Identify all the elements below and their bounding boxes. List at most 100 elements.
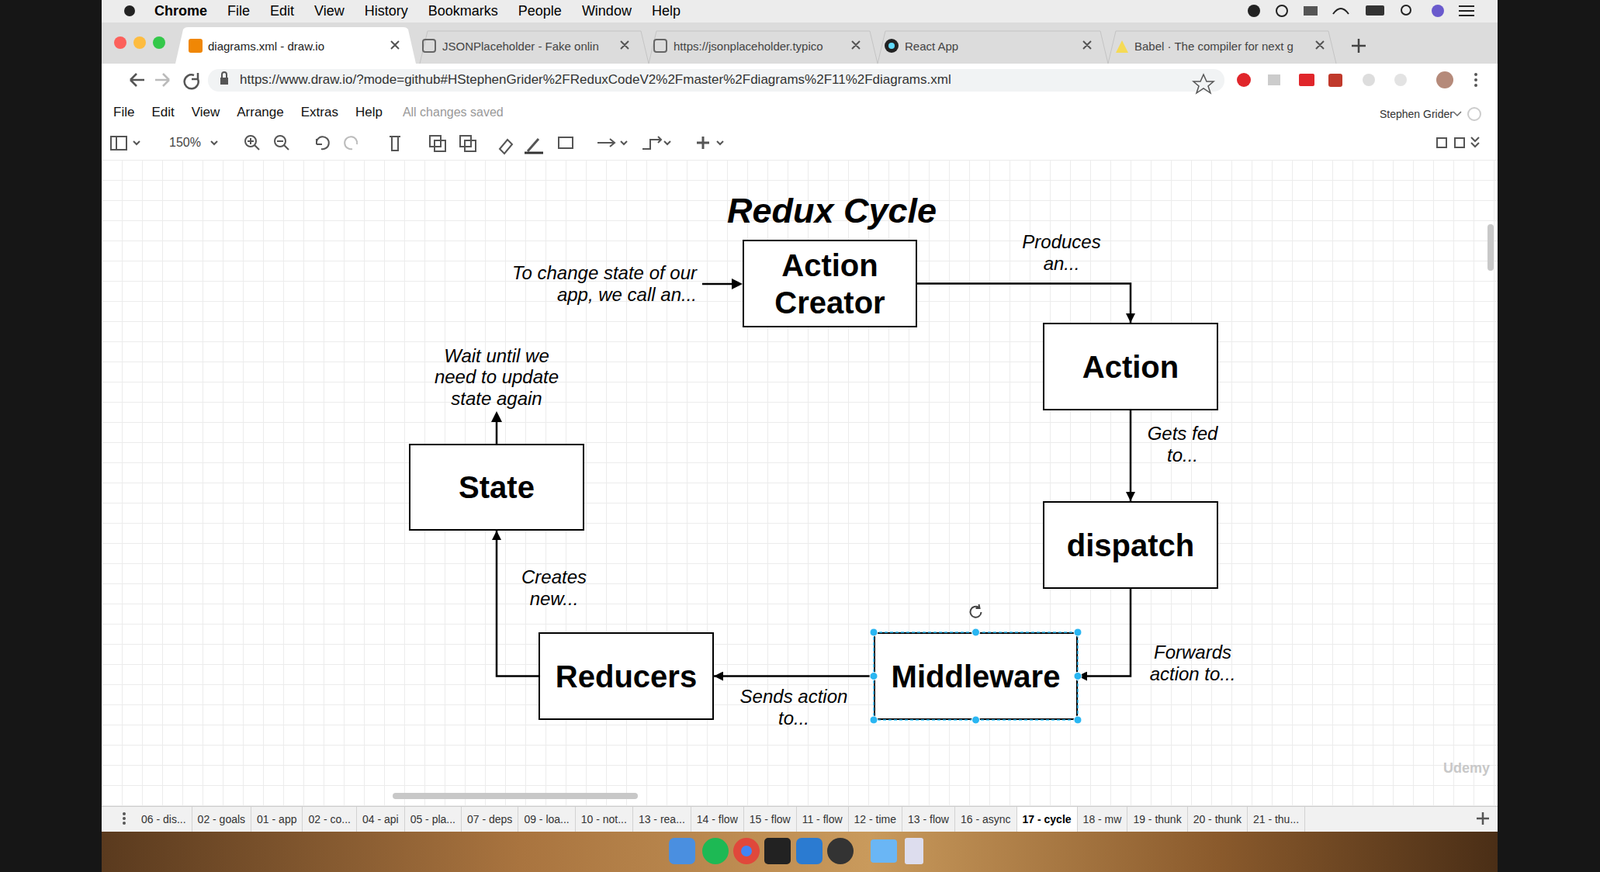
page-tab: 01 - app <box>251 806 303 832</box>
navigation-buttons <box>130 72 199 89</box>
browser-window <box>101 0 1498 872</box>
zoom-level: 150% <box>169 135 201 150</box>
url-field <box>207 69 1225 94</box>
box-label: Action <box>1082 348 1179 386</box>
page-tab: 17 - cycle <box>1017 806 1078 832</box>
page-tab: 07 - deps <box>461 806 519 832</box>
resize-handle <box>869 716 878 724</box>
menu-item: People <box>518 3 562 20</box>
flow-arrow <box>713 675 874 678</box>
mac-menubar <box>101 0 1498 24</box>
menu-item: Edit <box>151 104 174 121</box>
save-status: All changes saved <box>402 105 504 120</box>
menu-item: Window <box>581 3 632 20</box>
resize-handle <box>869 628 878 637</box>
resize-handle <box>1073 672 1082 681</box>
extension-icons <box>1236 71 1478 89</box>
watermark: Udemy <box>1443 760 1490 777</box>
drawio-menu-row: File Edit View Arrange Extras Help All changes… <box>113 96 504 128</box>
diagram-title: Redux Cycle <box>727 190 937 232</box>
apple-logo <box>124 5 136 17</box>
process-box: Reducers <box>538 632 714 721</box>
box-label: Action Creator <box>756 246 904 322</box>
menu-item: Bookmarks <box>428 3 499 20</box>
note-text: Wait until we need to update state again <box>422 345 571 410</box>
url-text: https://www.draw.io/?mode=github#HStephe… <box>239 72 952 88</box>
page-tab: 13 - rea... <box>633 806 692 832</box>
page-tab: 06 - dis... <box>135 806 193 832</box>
page-tabs-row: 06 - dis...02 - goals01 - app02 - co...0… <box>135 806 1306 832</box>
menu-item: Help <box>651 3 681 20</box>
box-label: State <box>458 468 535 506</box>
edge-label: Forwards action to... <box>1140 641 1245 685</box>
flow-arrow <box>1129 410 1133 502</box>
page-tab: 19 - thunk <box>1127 806 1188 832</box>
menu-item: Chrome <box>154 3 208 20</box>
status-icons <box>1247 4 1475 18</box>
account-icon <box>1453 107 1481 121</box>
note-text: To change state of our app, we call an..… <box>502 262 697 305</box>
page-tab: 21 - thu... <box>1247 806 1306 832</box>
tab-title: React App <box>904 39 959 53</box>
flow-arrow <box>917 283 1131 324</box>
selection-rectangle <box>873 632 1078 721</box>
tab-title: Babel · The compiler for next g <box>1134 39 1294 53</box>
page-tab: 20 - thunk <box>1187 806 1248 832</box>
page-tab: 02 - co... <box>302 806 357 832</box>
page-tab: 15 - flow <box>744 806 797 832</box>
drawio-toolbar <box>101 127 1498 161</box>
page-tab: 10 - not... <box>575 806 634 832</box>
edge-label: Produces an... <box>1014 231 1109 274</box>
page-tab: 02 - goals <box>192 806 252 832</box>
flow-arrow <box>1077 588 1131 677</box>
edge-label: Creates new... <box>513 566 595 610</box>
menu-item: File <box>113 104 135 121</box>
user-name: Stephen Grider <box>1379 107 1454 121</box>
page-tab: 14 - flow <box>691 806 745 832</box>
menu-item: View <box>314 3 345 20</box>
box-label: Middleware <box>891 658 1061 696</box>
page-tab: 09 - loa... <box>518 806 575 832</box>
process-box: dispatch <box>1042 501 1219 589</box>
page-tab: 16 - async <box>955 806 1018 832</box>
tab-title: JSONPlaceholder - Fake onlin <box>442 39 600 53</box>
tabs <box>175 27 1366 64</box>
tab-title: https://jsonplaceholder.typico <box>673 39 824 53</box>
menu-item: View <box>191 104 221 121</box>
resize-handle <box>869 672 878 681</box>
scrollbars <box>392 224 1494 800</box>
box-label: Reducers <box>555 658 697 696</box>
process-box: State <box>408 443 585 531</box>
menu-item: Help <box>355 104 383 121</box>
resize-handle <box>1073 716 1082 724</box>
resize-handle <box>972 716 981 724</box>
page-tab: 11 - flow <box>796 806 849 832</box>
page-tab: 13 - flow <box>902 806 956 832</box>
resize-handle <box>972 628 981 637</box>
page-tab: 18 - mw <box>1077 806 1129 832</box>
menu-item: Extras <box>301 104 339 121</box>
box-label: dispatch <box>1066 526 1195 565</box>
menu-item: History <box>364 3 409 20</box>
page-tab: 04 - api <box>356 806 406 832</box>
menu-item: Arrange <box>236 104 284 121</box>
page-tab: 12 - time <box>848 806 903 832</box>
menu-item: Edit <box>270 3 295 20</box>
edge-label: Sends action to... <box>739 685 849 729</box>
toolbar-icons <box>110 135 1479 154</box>
process-box: Action Creator <box>742 239 918 328</box>
dock-icons <box>668 838 924 865</box>
edge-label: Gets fed to... <box>1142 422 1223 466</box>
rotate-handle <box>970 604 982 618</box>
process-box: Action <box>1042 322 1219 411</box>
process-box: Middleware <box>873 632 1078 721</box>
resize-handle <box>1073 628 1082 637</box>
traffic-lights <box>114 36 166 49</box>
menubar-row: Chrome File Edit View History Bookmarks People… <box>154 0 681 23</box>
menu-item: File <box>227 3 250 20</box>
tab-title: diagrams.xml - draw.io <box>207 39 325 53</box>
